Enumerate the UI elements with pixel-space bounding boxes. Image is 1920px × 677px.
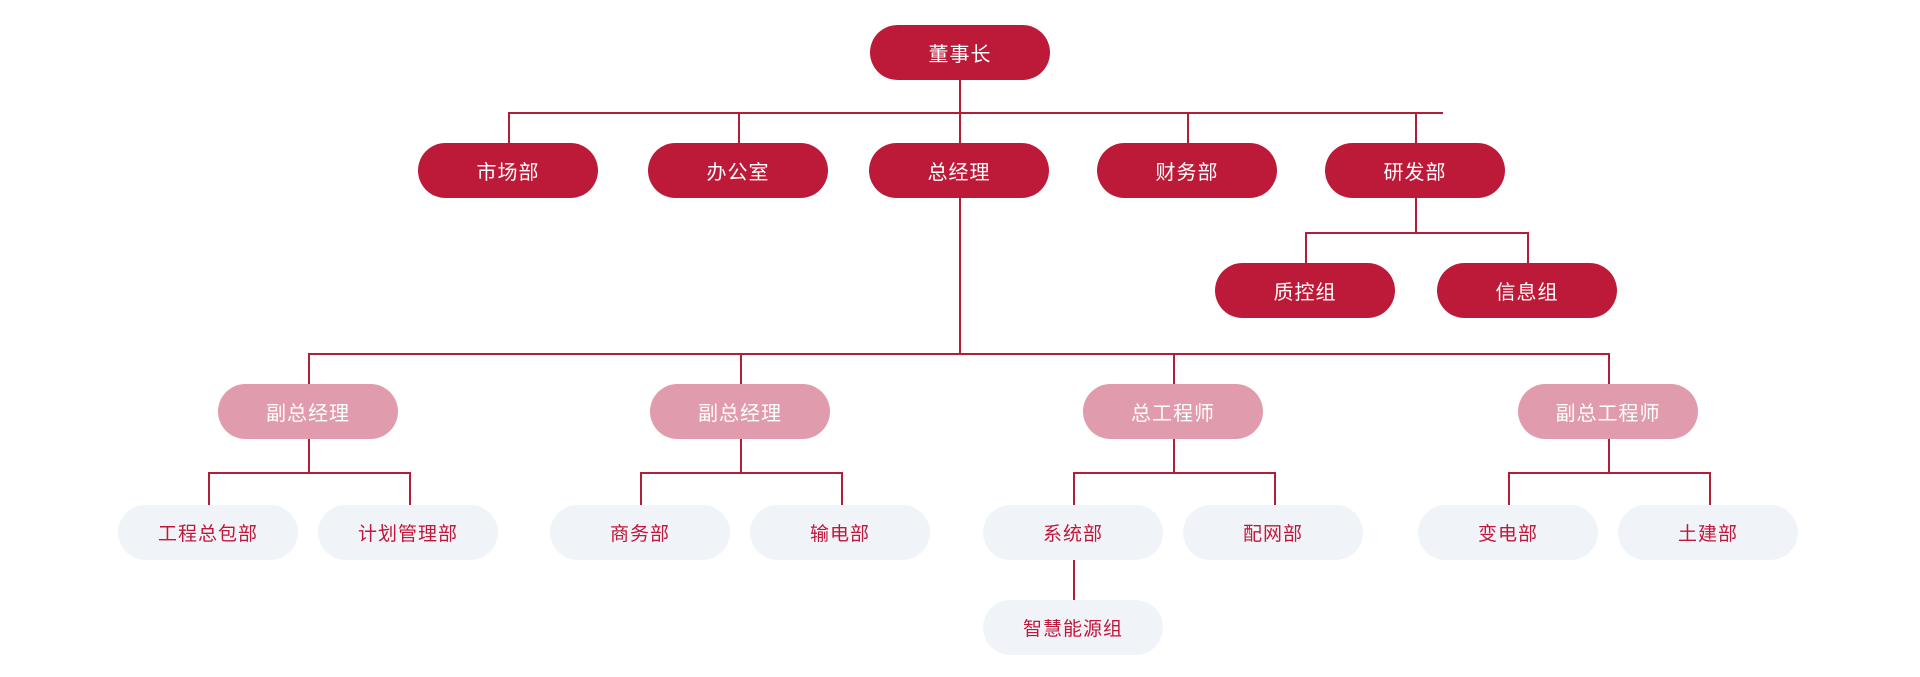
connector-line (208, 472, 409, 474)
connector-line (1608, 439, 1610, 472)
connector-line (1508, 472, 1709, 474)
org-node-label: 智慧能源组 (1022, 619, 1123, 640)
connector-line (640, 472, 642, 505)
org-node-label: 副总经理 (698, 403, 782, 425)
connector-line (1173, 353, 1175, 384)
connector-line (1073, 560, 1075, 600)
connector-line (1415, 112, 1417, 143)
connector-line (1527, 232, 1529, 263)
org-node[interactable]: 质控组 (1215, 263, 1395, 318)
connector-line (1608, 353, 1610, 384)
org-node[interactable]: 副总工程师 (1518, 384, 1698, 439)
org-node[interactable]: 计划管理部 (318, 505, 498, 560)
org-node[interactable]: 配网部 (1183, 505, 1363, 560)
org-node[interactable]: 变电部 (1418, 505, 1598, 560)
org-node[interactable]: 研发部 (1325, 143, 1505, 198)
connector-line (640, 472, 841, 474)
org-node[interactable]: 输电部 (750, 505, 930, 560)
org-node[interactable]: 总经理 (869, 143, 1049, 198)
connector-line (1073, 472, 1274, 474)
connector-line (508, 112, 1443, 114)
org-node[interactable]: 副总经理 (218, 384, 398, 439)
org-node[interactable]: 智慧能源组 (983, 600, 1163, 655)
connector-line (409, 472, 411, 505)
connector-line (959, 80, 961, 112)
connector-line (1187, 112, 1189, 143)
org-node-label: 系统部 (1042, 524, 1103, 545)
org-node-label: 土建部 (1677, 524, 1738, 545)
connector-line (1508, 472, 1510, 505)
org-node-label: 副总工程师 (1555, 403, 1661, 425)
org-node[interactable]: 市场部 (418, 143, 598, 198)
org-node[interactable]: 系统部 (983, 505, 1163, 560)
org-node[interactable]: 副总经理 (650, 384, 830, 439)
connector-line (959, 198, 961, 353)
org-node-label: 变电部 (1477, 524, 1538, 545)
org-node[interactable]: 土建部 (1618, 505, 1798, 560)
org-node-label: 计划管理部 (357, 524, 458, 545)
org-node-label: 工程总包部 (157, 524, 258, 545)
connector-line (740, 439, 742, 472)
org-node[interactable]: 总工程师 (1083, 384, 1263, 439)
org-node[interactable]: 办公室 (648, 143, 828, 198)
connector-line (1073, 472, 1075, 505)
connector-line (740, 353, 742, 384)
connector-line (308, 353, 1608, 355)
connector-line (308, 353, 310, 384)
org-node-label: 副总经理 (266, 403, 350, 425)
org-node[interactable]: 财务部 (1097, 143, 1277, 198)
connector-line (308, 439, 310, 472)
connector-line (508, 112, 510, 143)
org-node-label: 总经理 (927, 162, 991, 184)
connector-line (1173, 439, 1175, 472)
org-node-label: 办公室 (706, 162, 770, 184)
connector-line (1415, 198, 1417, 232)
org-node-label: 配网部 (1242, 524, 1303, 545)
connector-line (1305, 232, 1307, 263)
connector-line (738, 112, 740, 143)
org-node-label: 信息组 (1495, 282, 1559, 304)
connector-line (1274, 472, 1276, 505)
org-node-label: 商务部 (609, 524, 670, 545)
connector-line (841, 472, 843, 505)
org-node-label: 市场部 (476, 162, 540, 184)
connector-line (959, 112, 961, 143)
connector-line (1305, 232, 1527, 234)
org-node-label: 财务部 (1155, 162, 1219, 184)
org-node-label: 输电部 (809, 524, 870, 545)
org-node[interactable]: 商务部 (550, 505, 730, 560)
org-node[interactable]: 信息组 (1437, 263, 1617, 318)
org-node[interactable]: 董事长 (870, 25, 1050, 80)
org-node-label: 董事长 (928, 44, 992, 66)
org-node[interactable]: 工程总包部 (118, 505, 298, 560)
org-node-label: 总工程师 (1131, 403, 1215, 425)
org-node-label: 质控组 (1273, 282, 1337, 304)
connector-line (1709, 472, 1711, 505)
org-node-label: 研发部 (1383, 162, 1447, 184)
connector-line (208, 472, 210, 505)
